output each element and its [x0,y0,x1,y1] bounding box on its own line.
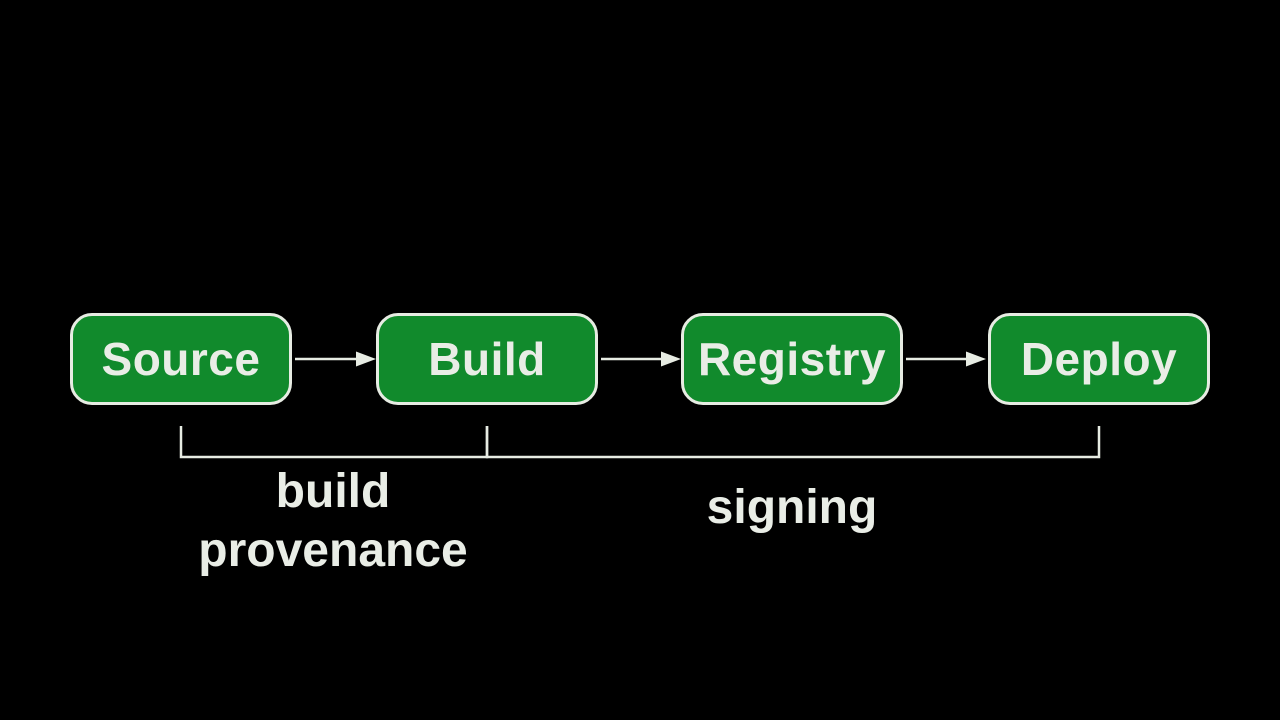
node-deploy: Deploy [988,313,1210,405]
node-source: Source [70,313,292,405]
node-deploy-label: Deploy [1020,333,1178,385]
bracket-label-signing-text: signing [706,481,878,534]
bracket-label-build-provenance-line2: provenance [198,524,468,577]
arrow-registry-to-deploy [906,351,986,367]
node-source-label: Source [101,333,261,385]
bracket-label-build-provenance-line1: build [275,465,391,518]
node-build: Build [376,313,598,405]
node-registry-label: Registry [697,333,887,385]
bracket-label-build-provenance: build provenance [83,462,583,580]
bracket-build-provenance [179,426,489,459]
arrow-build-to-registry [601,351,681,367]
bracket-signing [485,426,1101,459]
arrow-source-to-build [295,351,376,367]
bracket-label-signing: signing [592,478,992,537]
node-build-label: Build [428,333,546,385]
node-registry: Registry [681,313,903,405]
